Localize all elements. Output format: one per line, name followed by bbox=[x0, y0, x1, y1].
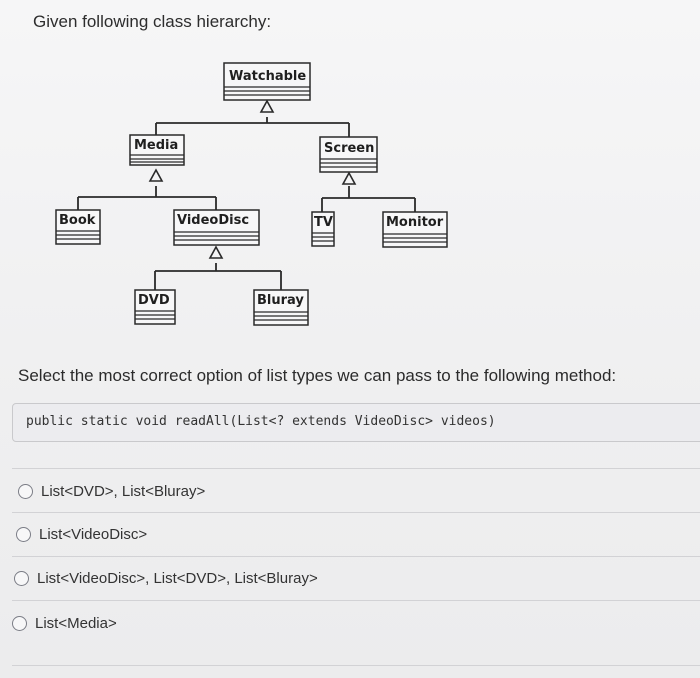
radio-button-icon[interactable] bbox=[18, 483, 33, 499]
inheritance-arrow-icon bbox=[148, 168, 164, 182]
divider bbox=[12, 556, 700, 557]
class-name-bluray: Bluray bbox=[257, 293, 304, 308]
class-box-watchable bbox=[223, 62, 311, 101]
class-name-tv: TV bbox=[314, 215, 333, 230]
class-hierarchy-diagram: Watchable Media Screen Book VideoDisc TV… bbox=[55, 62, 448, 326]
class-box-monitor bbox=[382, 211, 448, 248]
class-box-screen bbox=[319, 136, 378, 173]
answer-option-label: List<VideoDisc> bbox=[39, 525, 148, 543]
inheritance-arrow-icon bbox=[341, 171, 357, 185]
answer-option-3[interactable]: List<VideoDisc>, List<DVD>, List<Bluray> bbox=[14, 558, 318, 598]
answer-option-label: List<VideoDisc>, List<DVD>, List<Bluray> bbox=[37, 569, 318, 587]
method-signature: public static void readAll(List<? extend… bbox=[26, 414, 496, 429]
answer-option-1[interactable]: List<DVD>, List<Bluray> bbox=[18, 471, 205, 511]
question-title: Given following class hierarchy: bbox=[33, 12, 272, 31]
class-box-media bbox=[129, 134, 185, 166]
divider bbox=[12, 665, 700, 666]
radio-button-icon[interactable] bbox=[14, 570, 29, 586]
radio-button-icon[interactable] bbox=[16, 526, 31, 542]
class-name-watchable: Watchable bbox=[229, 69, 306, 84]
answer-option-4[interactable]: List<Media> bbox=[12, 603, 117, 643]
class-name-media: Media bbox=[134, 138, 178, 153]
class-box-book bbox=[55, 209, 101, 245]
answer-option-2[interactable]: List<VideoDisc> bbox=[16, 514, 147, 554]
code-snippet-box: public static void readAll(List<? extend… bbox=[12, 403, 700, 442]
class-name-book: Book bbox=[59, 213, 96, 228]
class-box-videodisc bbox=[173, 209, 260, 246]
class-name-screen: Screen bbox=[324, 141, 374, 156]
divider bbox=[12, 600, 700, 601]
class-name-dvd: DVD bbox=[138, 293, 170, 308]
class-box-dvd bbox=[134, 289, 176, 325]
radio-button-icon[interactable] bbox=[12, 615, 27, 631]
class-box-bluray bbox=[253, 289, 309, 326]
question-prompt: Select the most correct option of list t… bbox=[18, 366, 617, 385]
answer-option-label: List<Media> bbox=[35, 614, 117, 632]
answer-option-label: List<DVD>, List<Bluray> bbox=[41, 482, 206, 500]
inheritance-arrow-icon bbox=[208, 245, 224, 259]
class-name-videodisc: VideoDisc bbox=[177, 213, 249, 228]
divider bbox=[12, 468, 700, 469]
inheritance-arrow-icon bbox=[259, 99, 275, 113]
divider bbox=[12, 512, 700, 513]
class-name-monitor: Monitor bbox=[386, 215, 444, 230]
